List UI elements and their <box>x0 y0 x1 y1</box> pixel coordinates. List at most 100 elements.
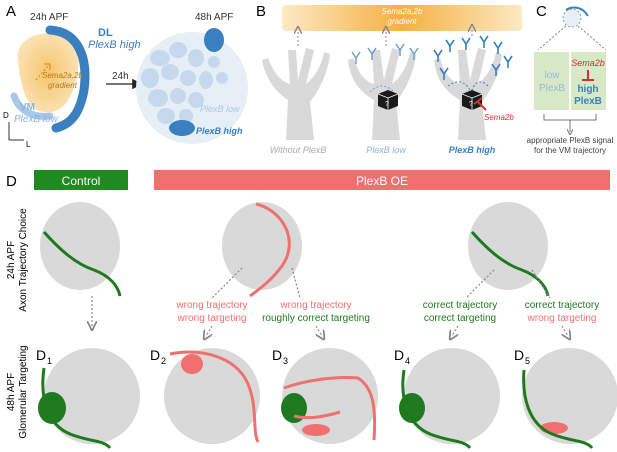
svg-text:D: D <box>272 347 282 363</box>
black-box-low: ? <box>377 90 399 110</box>
label-right-plexb-high: PlexB high <box>196 126 243 136</box>
sema2b-inhibition <box>477 101 487 111</box>
panel-label-c: C <box>536 3 547 20</box>
row1-label-2: Axon Trajectory Choice <box>18 208 29 312</box>
d-oe-split-right2 <box>531 269 551 299</box>
d3-axon <box>283 376 377 441</box>
vm-low-plexb-tract <box>10 92 54 120</box>
svg-text:3: 3 <box>283 356 288 366</box>
d-control-24h-axon <box>42 231 122 297</box>
receptors-high <box>433 35 513 80</box>
panel-label-d: D <box>6 173 17 190</box>
panel-a-time-48: 48h APF <box>195 12 233 23</box>
d-oe-right-24h-axon <box>470 231 550 297</box>
d2-caption-2: wrong targeting <box>177 313 247 324</box>
svg-text:?: ? <box>385 101 389 108</box>
d-oe-split-right <box>291 267 301 299</box>
d4-axon <box>401 369 472 450</box>
d2-lobe <box>164 348 260 444</box>
panel-b: B Sema2a,2b gradient Without PlexB ? Ple… <box>256 3 522 155</box>
d2-glomerulus-pink <box>181 354 203 374</box>
d1-lobe <box>44 348 140 444</box>
glomerulus-vm <box>169 120 195 136</box>
axis-l: L <box>26 140 31 149</box>
d2-arrow <box>206 325 212 336</box>
d-oe-split-left2 <box>465 269 495 299</box>
label-plexb-high-b: PlexB high <box>449 145 496 155</box>
label-vm: VM <box>20 102 35 113</box>
growth-cone-without <box>262 48 330 140</box>
svg-text:2: 2 <box>161 356 166 366</box>
d5-caption-1: correct trajectory <box>525 300 599 311</box>
d5-caption-2: wrong targeting <box>527 313 597 324</box>
panel-c: C low PlexB Sema2b high PlexB appropriat… <box>527 3 614 155</box>
d2-axon <box>169 350 260 443</box>
d3-glomerulus-pink <box>302 424 330 436</box>
panel-label-b: B <box>256 3 266 20</box>
row2-label-1: 48h APF <box>6 373 17 411</box>
d4-lobe <box>404 348 500 444</box>
svg-text:5: 5 <box>525 356 530 366</box>
d3-glomerulus-green <box>281 393 307 423</box>
glomeruli-low <box>141 42 228 124</box>
zoom-circle <box>562 8 582 28</box>
sema-gradient-bar <box>282 5 522 31</box>
d-oe-split-left <box>211 267 243 299</box>
label-plexb-low-b: PlexB low <box>366 145 406 155</box>
panel-label-a: A <box>6 3 16 20</box>
oe-label: PlexB OE <box>356 174 408 188</box>
gradient-arrow-head <box>44 63 51 70</box>
receptors-low <box>351 43 419 64</box>
panel-d: D Control PlexB OE 24h APF Axon Trajecto… <box>6 170 617 450</box>
panel-a: A 24h APF 48h APF DL PlexB high VM PlexB… <box>3 3 248 149</box>
d1-axon <box>41 367 112 450</box>
c-caption-1: appropriate PlexB signal <box>527 136 614 145</box>
dl-high-plexb-tract <box>45 25 90 133</box>
svg-text:D: D <box>394 347 404 363</box>
svg-text:1: 1 <box>47 356 52 366</box>
signal-high <box>447 81 489 91</box>
d3-lobe <box>282 348 378 444</box>
sema2b-bar <box>473 97 483 105</box>
label-24h: 24h <box>112 71 129 82</box>
glomerulus-dl <box>204 28 224 52</box>
c-bracket <box>543 114 597 121</box>
svg-text:D: D <box>36 347 46 363</box>
label-plexb-low: PlexB low <box>14 114 59 125</box>
svg-text:D: D <box>150 347 160 363</box>
label-right-plexb-low: PlexB low <box>200 104 240 114</box>
axis-d: D <box>3 111 9 120</box>
row1-label-1: 24h APF <box>6 241 17 279</box>
d2-caption-1: wrong trajectory <box>175 300 247 311</box>
signal-low <box>369 85 395 93</box>
label-sema-1: Sema2a,2b <box>42 71 83 80</box>
d-oe-left-24h-axon <box>249 202 291 298</box>
zoom-line-right <box>577 25 607 51</box>
d5-axon <box>522 369 594 450</box>
zoom-line-left <box>537 25 567 51</box>
c-low-1: low <box>544 70 560 81</box>
d4-arrow <box>452 325 458 336</box>
gradient-arrow <box>35 65 49 81</box>
d3-arrow <box>316 325 322 336</box>
c-high-2: PlexB <box>574 96 602 107</box>
d-oe-right-24h-lobe <box>468 202 548 290</box>
panel-a-time-24: 24h APF <box>30 12 68 23</box>
d4-caption-2: correct targeting <box>424 313 496 324</box>
oe-banner <box>154 170 610 190</box>
c-sema2b: Sema2b <box>571 58 605 68</box>
bar-label-2: gradient <box>388 17 418 26</box>
d-sublabels: D 1 D 2 D 3 D 4 D 5 <box>36 347 530 366</box>
d5-lobe <box>522 348 617 444</box>
label-dl: DL <box>98 27 113 39</box>
d4-caption-1: correct trajectory <box>423 300 497 311</box>
d3-caption-2: roughly correct targeting <box>262 313 370 324</box>
c-low-2: PlexB <box>539 83 565 94</box>
svg-text:?: ? <box>469 101 473 108</box>
zoom-tract <box>565 6 589 17</box>
c-caption-2: for the VM trajectory <box>534 146 606 155</box>
label-sema-2: gradient <box>48 81 78 90</box>
row2-label-2: Glomerular Targeting <box>18 345 29 438</box>
black-box-high: ? <box>461 90 483 110</box>
